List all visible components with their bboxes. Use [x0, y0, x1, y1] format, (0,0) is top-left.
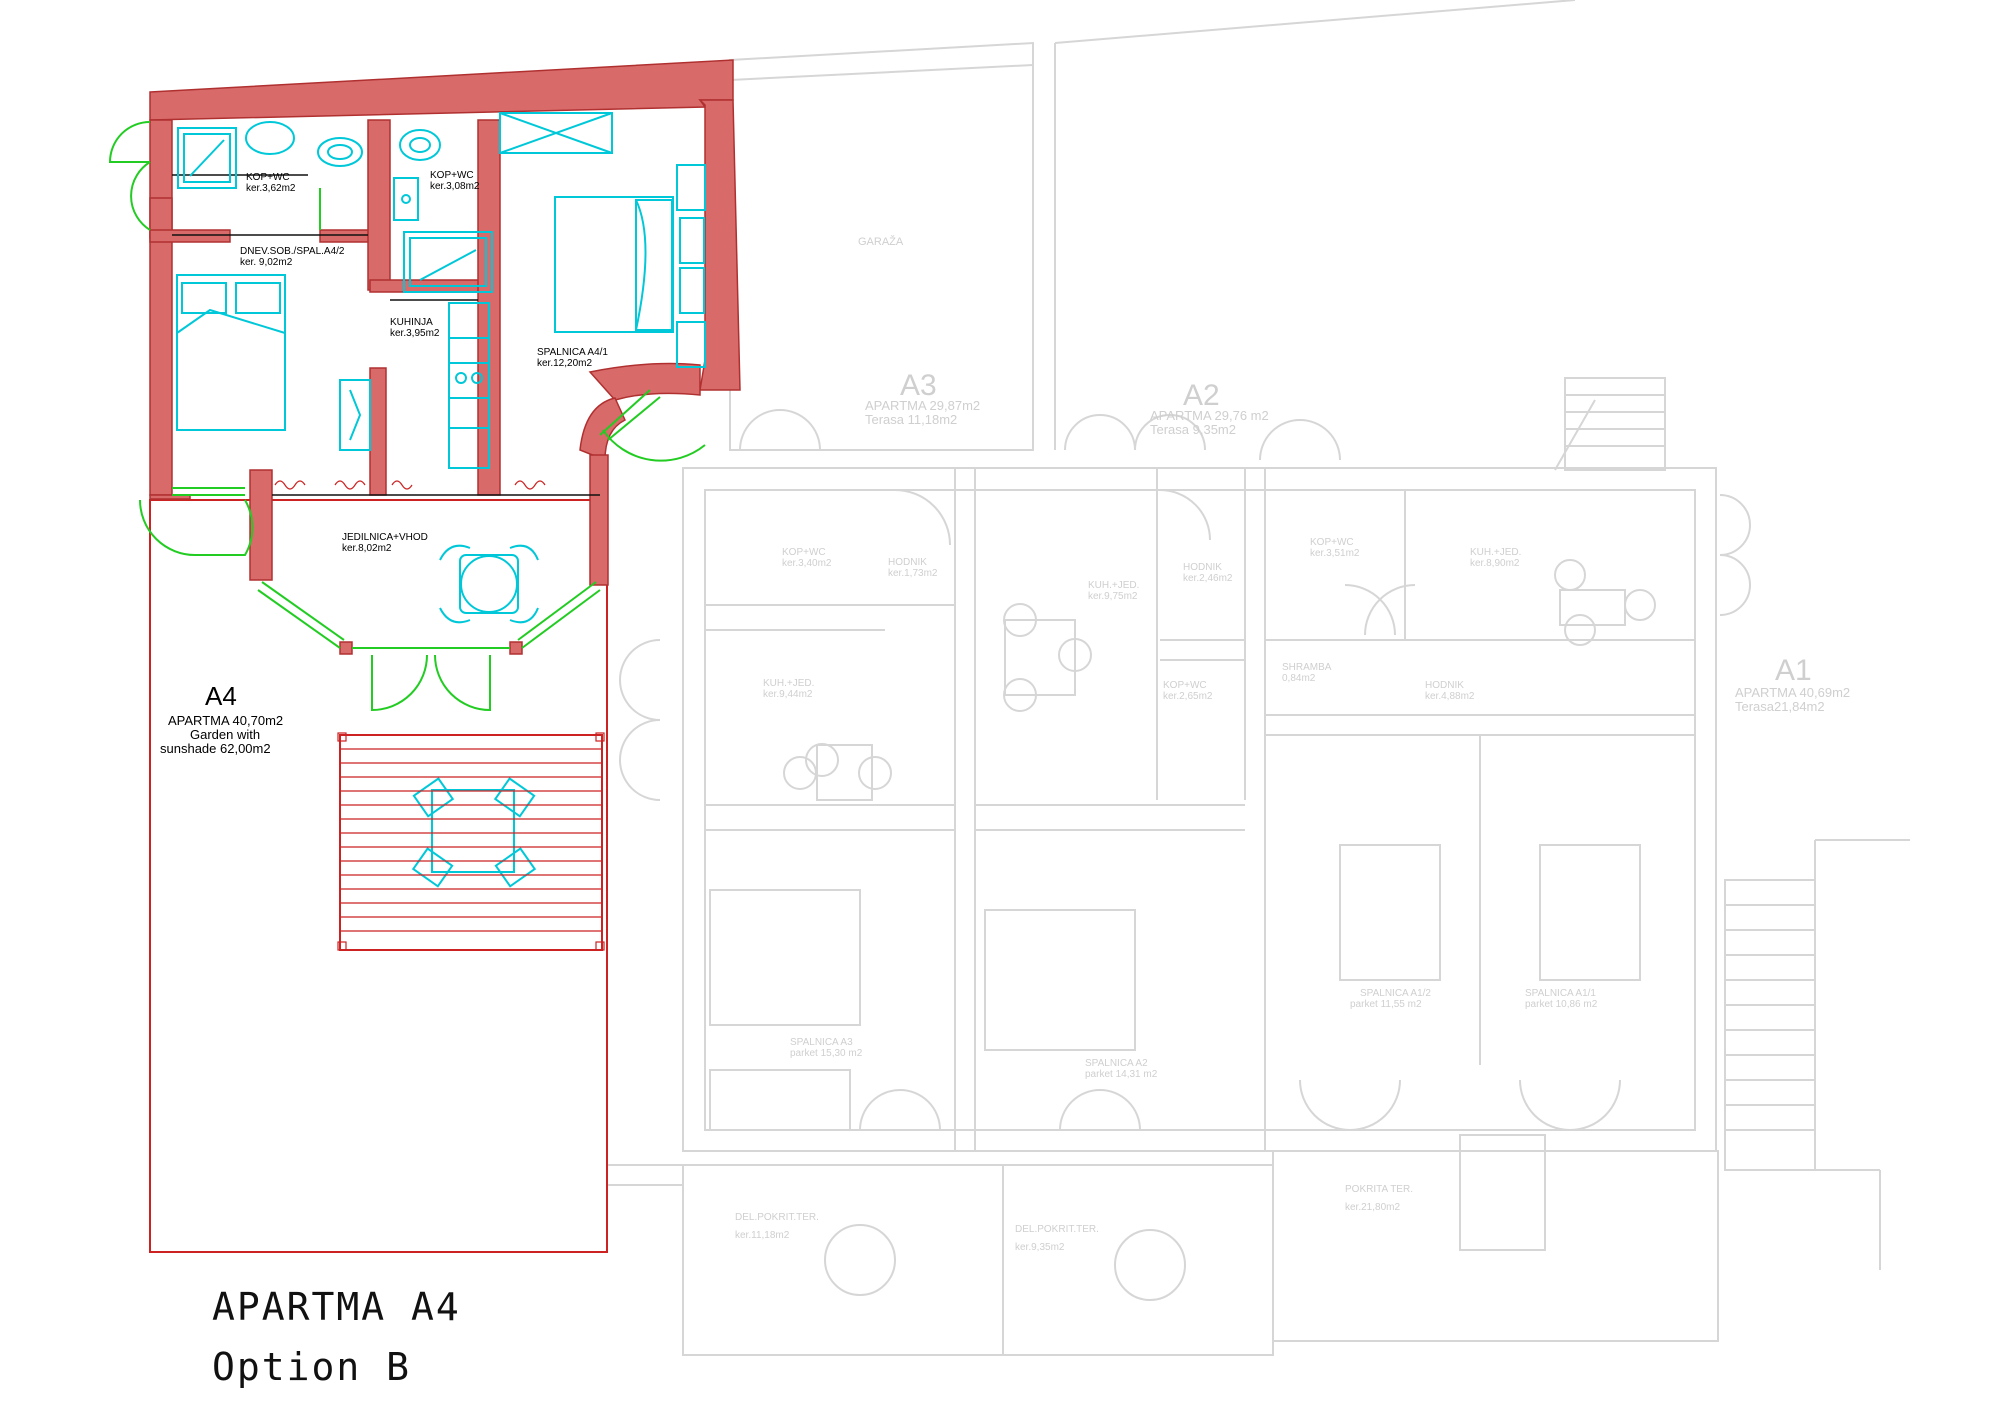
- ghost-a1-l1: APARTMA 40,69m2: [1735, 685, 1850, 700]
- ghost-spal-a2-name: SPALNICA A2: [1085, 1058, 1148, 1069]
- dining-set: [439, 544, 539, 624]
- bed-a4-1: [554, 164, 706, 368]
- a4-code: A4: [205, 681, 237, 711]
- room-spal-name: SPALNICA A4/1: [537, 347, 608, 358]
- sink-1: [245, 121, 295, 155]
- ghost-kuh-a1-name: KUH.+JED.: [1470, 547, 1521, 558]
- caption-option: Option B: [212, 1345, 412, 1389]
- ghost-garage-label: GARAŽA: [858, 235, 904, 248]
- ghost-hod-a3-area: ker.1,73m2: [888, 568, 938, 579]
- ghost-spal-a11-area: parket 10,86 m2: [1525, 999, 1598, 1010]
- sink-2: [393, 177, 419, 221]
- ghost-hod-a2-name: HODNIK: [1183, 562, 1222, 573]
- ghost-kop-a1-name: KOP+WC: [1310, 537, 1354, 548]
- room-kop2-area: ker.3,08m2: [430, 181, 480, 192]
- ghost-ter-a3-name: DEL.POKRIT.TER.: [735, 1212, 819, 1223]
- ghost-a1-l2: Terasa21,84m2: [1735, 699, 1825, 714]
- room-spal-area: ker.12,20m2: [537, 358, 592, 369]
- room-kop1-area: ker.3,62m2: [246, 183, 296, 194]
- ghost-spal-a2-area: parket 14,31 m2: [1085, 1069, 1158, 1080]
- ghost-hod-a1-area: ker.4,88m2: [1425, 691, 1475, 702]
- ghost-spal-a12-name: SPALNICA A1/2: [1360, 988, 1431, 999]
- room-kuh-area: ker.3,95m2: [390, 328, 440, 339]
- terrace-table: [411, 777, 537, 888]
- terrace-deck: [337, 732, 605, 951]
- ghost-kop-a2-area: ker.2,65m2: [1163, 691, 1213, 702]
- toilet-1: [317, 137, 363, 167]
- ghost-a1-code: A1: [1775, 654, 1812, 687]
- ghost-kuh-a3-area: ker.9,44m2: [763, 689, 813, 700]
- ghost-spal-a11-name: SPALNICA A1/1: [1525, 988, 1596, 999]
- ghost-shramba-name: SHRAMBA: [1282, 662, 1332, 673]
- wardrobe-top: [499, 112, 613, 154]
- ghost-ter-a2-name: DEL.POKRIT.TER.: [1015, 1224, 1099, 1235]
- ghost-stairs-right: [1724, 839, 1910, 1270]
- ghost-a2-l2: Terasa 9,35m2: [1150, 422, 1236, 437]
- door-left-bathroom: [108, 121, 151, 163]
- toilet-2: [399, 129, 441, 161]
- room-kop1-name: KOP+WC: [246, 172, 290, 183]
- kitchen-unit: [448, 302, 490, 469]
- room-kop2-name: KOP+WC: [430, 170, 474, 181]
- ghost-a3-l1: APARTMA 29,87m2: [865, 398, 980, 413]
- ghost-kop-a1-area: ker.3,51m2: [1310, 548, 1360, 559]
- wardrobe-a4-2: [339, 379, 371, 451]
- bay-window-right: [521, 589, 601, 649]
- a4-area-line1: APARTMA 40,70m2: [168, 713, 283, 728]
- ghost-a2-l1: APARTMA 29,76 m2: [1150, 408, 1269, 423]
- terrace-door: [371, 654, 428, 712]
- ghost-stairs-upper: [1554, 377, 1666, 471]
- caption-title: APARTMA A4: [212, 1285, 461, 1329]
- a4-area-line3: sunshade 62,00m2: [160, 741, 271, 756]
- a4-curtains: [274, 480, 546, 490]
- ghost-ter-a1-area: ker.21,80m2: [1345, 1202, 1400, 1213]
- room-dnev-area: ker. 9,02m2: [240, 257, 293, 268]
- a4-fixtures: [176, 112, 706, 888]
- ghost-hod-a3-name: HODNIK: [888, 557, 927, 568]
- a4-walls: [149, 59, 741, 655]
- ghost-kop-a3-area: ker.3,40m2: [782, 558, 832, 569]
- ghost-apartments: [608, 0, 1910, 1356]
- a4-garden-outline: [149, 499, 608, 1253]
- room-jed-area: ker.8,02m2: [342, 543, 392, 554]
- ghost-ter-a3-area: ker.11,18m2: [735, 1230, 790, 1241]
- ghost-shramba-area: 0,84m2: [1282, 673, 1316, 684]
- ghost-kop-a3-name: KOP+WC: [782, 547, 826, 558]
- ghost-a3-code: A3: [900, 369, 937, 402]
- ghost-spal-a12-area: parket 11,55 m2: [1350, 999, 1422, 1010]
- ghost-spal-a3-name: SPALNICA A3: [790, 1037, 853, 1048]
- ghost-labels: GARAŽA A3 APARTMA 29,87m2 Terasa 11,18m2…: [735, 235, 1850, 1253]
- room-jed-name: JEDILNICA+VHOD: [342, 532, 428, 543]
- ghost-a2-code: A2: [1183, 379, 1220, 412]
- ghost-a3-l2: Terasa 11,18m2: [865, 412, 957, 427]
- ghost-ter-a2-area: ker.9,35m2: [1015, 1242, 1065, 1253]
- ghost-kuh-a3-name: KUH.+JED.: [763, 678, 814, 689]
- bed-a4-2: [176, 274, 286, 431]
- room-dnev-name: DNEV.SOB./SPAL.A4/2: [240, 246, 345, 257]
- shower-1: [177, 127, 237, 189]
- room-kuh-name: KUHINJA: [390, 317, 433, 328]
- a4-labels: KOP+WC ker.3,62m2 KOP+WC ker.3,08m2 DNEV…: [160, 170, 608, 756]
- door-garden: [139, 499, 254, 556]
- ghost-hod-a1-name: HODNIK: [1425, 680, 1464, 691]
- ghost-kop-a2-name: KOP+WC: [1163, 680, 1207, 691]
- ghost-spal-a3-area: parket 15,30 m2: [790, 1048, 863, 1059]
- a4-interior-lines: [172, 174, 600, 496]
- ghost-kuh-a2-name: KUH.+JED.: [1088, 580, 1139, 591]
- ghost-kuh-a1-area: ker.8,90m2: [1470, 558, 1520, 569]
- bay-window-left: [257, 589, 341, 649]
- ghost-ter-a1-name: POKRITA TER.: [1345, 1184, 1413, 1195]
- ghost-hod-a2-area: ker.2,46m2: [1183, 573, 1233, 584]
- door-bay: [602, 429, 706, 462]
- ghost-kuh-a2-area: ker.9,75m2: [1088, 591, 1138, 602]
- a4-doors-windows: [108, 121, 706, 712]
- a4-area-line2: Garden with: [190, 727, 260, 742]
- shower-2: [403, 231, 493, 293]
